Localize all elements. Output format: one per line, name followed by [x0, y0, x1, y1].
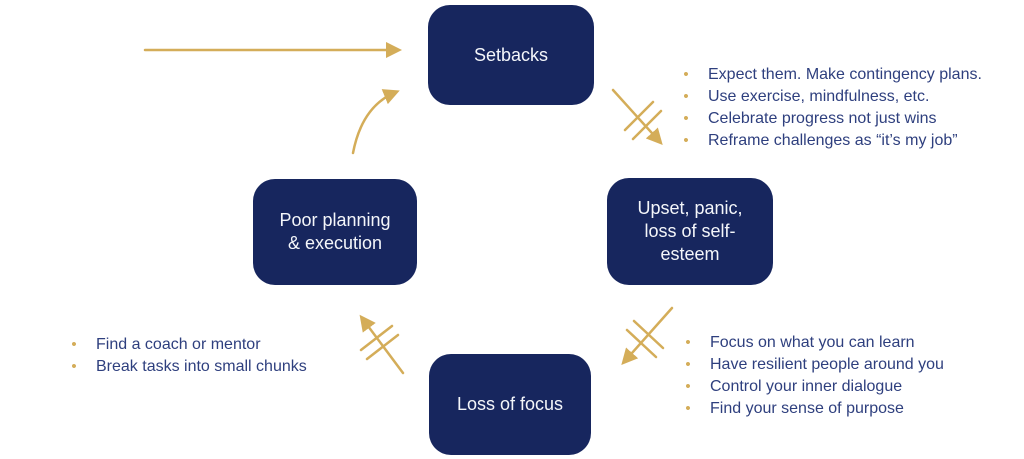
bullet-icon: •: [71, 358, 77, 375]
cycle-break-mark: [623, 100, 655, 132]
bullet-icon: •: [685, 378, 691, 395]
tip-text: Find a coach or mentor: [96, 336, 261, 353]
list-item: • Focus on what you can learn: [676, 334, 1016, 352]
list-item: • Celebrate progress not just wins: [674, 110, 1024, 128]
node-poor-planning-label: Poor planning & execution: [279, 210, 391, 253]
arrow-loss-of-focus-to-poor-planning: [359, 314, 405, 375]
tip-text: Control your inner dialogue: [710, 378, 903, 395]
cycle-break-mark: [359, 324, 394, 352]
arrow-poor-planning-to-setbacks: [351, 89, 400, 155]
list-item: • Control your inner dialogue: [676, 378, 1016, 396]
cycle-break-mark: [631, 109, 663, 141]
node-setbacks: Setbacks: [428, 5, 594, 105]
tip-text: Break tasks into small chunks: [96, 358, 307, 375]
cycle-break-mark: [365, 333, 400, 361]
list-item: • Have resilient people around you: [676, 356, 1016, 374]
tip-text: Reframe challenges as “it’s my job”: [708, 132, 958, 149]
planning-tip-list: • Find a coach or mentor • Break tasks i…: [62, 336, 372, 380]
list-item: • Expect them. Make contingency plans.: [674, 66, 1024, 84]
bullet-icon: •: [685, 334, 691, 351]
tip-text: Have resilient people around you: [710, 356, 944, 373]
bullet-icon: •: [683, 88, 689, 105]
bullet-icon: •: [683, 66, 689, 83]
node-loss-of-focus: Loss of focus: [429, 354, 591, 455]
arrow-setbacks-to-upset: [611, 88, 663, 146]
node-setbacks-label: Setbacks: [473, 44, 549, 65]
bullet-icon: •: [71, 336, 77, 353]
bullet-icon: •: [683, 132, 689, 149]
list-item: • Reframe challenges as “it’s my job”: [674, 132, 1024, 150]
list-item: • Use exercise, mindfulness, etc.: [674, 88, 1024, 106]
node-upset-panic-loss-of-self-esteem: Upset, panic, loss of self- esteem: [607, 178, 773, 285]
node-poor-planning-and-execution: Poor planning & execution: [253, 179, 417, 285]
bullet-icon: •: [685, 400, 691, 417]
cycle-break-mark: [632, 319, 665, 350]
recovery-tip-list: • Focus on what you can learn • Have res…: [676, 334, 1016, 422]
arrow-upset-to-loss-of-focus: [621, 306, 674, 366]
tip-text: Focus on what you can learn: [710, 334, 915, 351]
list-item: • Find a coach or mentor: [62, 336, 372, 354]
tip-text: Find your sense of purpose: [710, 400, 904, 417]
node-upset-label: Upset, panic, loss of self- esteem: [637, 198, 743, 264]
bullet-icon: •: [683, 110, 689, 127]
bullet-icon: •: [685, 356, 691, 373]
tip-text: Expect them. Make contingency plans.: [708, 66, 982, 83]
list-item: • Break tasks into small chunks: [62, 358, 372, 376]
cycle-break-mark: [625, 328, 658, 359]
node-loss-of-focus-label: Loss of focus: [456, 394, 564, 414]
tip-text: Use exercise, mindfulness, etc.: [708, 88, 930, 105]
setbacks-tip-list: • Expect them. Make contingency plans. •…: [674, 66, 1024, 154]
list-item: • Find your sense of purpose: [676, 400, 1016, 418]
tip-text: Celebrate progress not just wins: [708, 110, 937, 127]
